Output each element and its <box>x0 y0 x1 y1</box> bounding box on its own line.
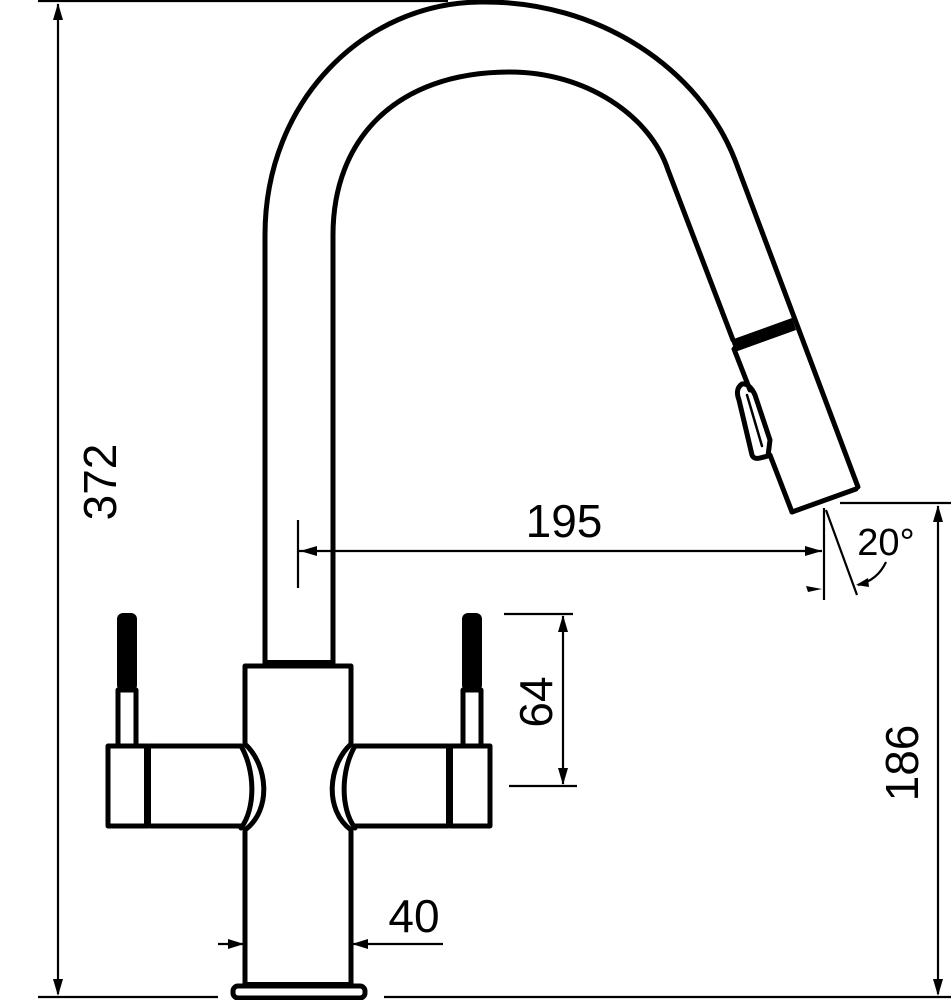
dimension-label-20deg: 20° <box>857 522 914 564</box>
dimension-handle-height: 64 <box>504 612 577 788</box>
dimension-label-40: 40 <box>388 890 439 942</box>
dimension-spout-height: 186 <box>384 501 951 999</box>
left-handle <box>105 613 255 831</box>
dimension-total-height: 372 <box>38 0 448 999</box>
left-lever-grip <box>117 613 137 691</box>
dimension-spout-reach: 195 <box>296 495 822 588</box>
dimension-label-372: 372 <box>74 444 126 521</box>
dimension-spout-angle: 20° <box>806 508 915 600</box>
dimension-label-186: 186 <box>876 725 928 802</box>
right-handle <box>341 613 493 831</box>
faucet-spout <box>262 0 861 666</box>
dimension-body-diameter: 40 <box>218 890 443 949</box>
dimension-label-195: 195 <box>526 495 603 547</box>
faucet-body <box>230 663 368 1000</box>
dimension-label-64: 64 <box>510 676 562 727</box>
spray-button <box>734 381 773 461</box>
right-lever-grip <box>462 613 482 691</box>
spray-head-band <box>731 318 796 352</box>
base-plate <box>230 983 368 1000</box>
